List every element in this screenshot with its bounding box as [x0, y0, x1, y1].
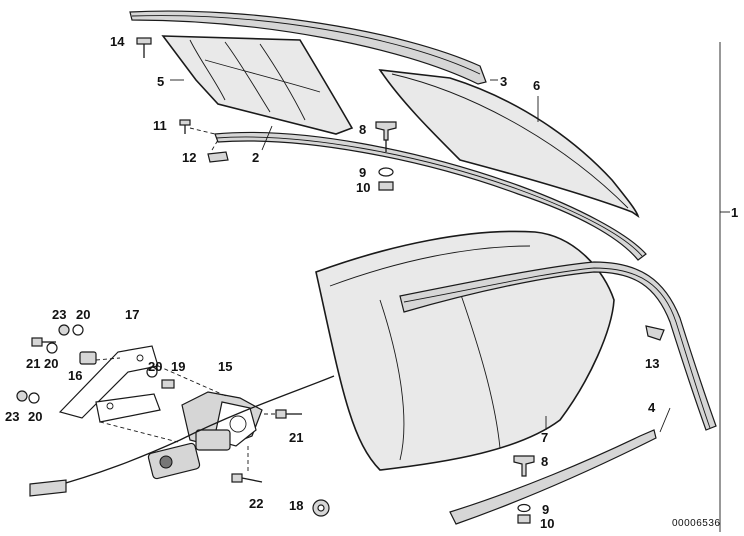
label-10-bottom: 10: [540, 516, 554, 531]
label-5: 5: [157, 74, 164, 89]
label-1: 1: [731, 205, 738, 220]
leader-lines: [170, 42, 730, 532]
sliding-panel: [161, 35, 354, 135]
guide-rail: [214, 131, 647, 261]
label-4: 4: [648, 400, 656, 415]
fasteners: [16, 37, 665, 524]
label-9-top: 9: [359, 165, 366, 180]
label-21-right: 21: [289, 430, 303, 445]
label-18: 18: [289, 498, 303, 513]
label-9-bottom: 9: [542, 502, 549, 517]
label-22: 22: [249, 496, 263, 511]
label-10-top: 10: [356, 180, 370, 195]
label-17: 17: [125, 307, 139, 322]
callout-labels: 1 2 3 4 5 6 7 8 8 9 9 10 10 11 12 13 14 …: [5, 34, 738, 531]
label-19: 19: [171, 359, 185, 374]
label-7: 7: [541, 430, 548, 445]
label-15: 15: [218, 359, 232, 374]
label-6: 6: [533, 78, 540, 93]
label-20-c: 20: [148, 359, 162, 374]
window-frame-seal: [399, 261, 717, 525]
label-8-top: 8: [359, 122, 366, 137]
label-20-a: 20: [76, 307, 90, 322]
regulator-motor: [147, 391, 263, 480]
label-16: 16: [68, 368, 82, 383]
reference-number: 00006536: [672, 518, 721, 529]
cable-end: [29, 479, 67, 497]
bracket: [58, 345, 161, 423]
label-12: 12: [182, 150, 196, 165]
regulator-cable: [47, 375, 335, 489]
label-3: 3: [500, 74, 507, 89]
label-2: 2: [252, 150, 259, 165]
label-20-b: 20: [44, 356, 58, 371]
label-23-a: 23: [52, 307, 66, 322]
label-11: 11: [153, 118, 167, 133]
label-13: 13: [645, 356, 659, 371]
fixed-glass: [378, 69, 640, 218]
label-8-bottom: 8: [541, 454, 548, 469]
door-glass: [315, 230, 615, 471]
top-seal-strip: [129, 10, 487, 85]
label-21-left: 21: [26, 356, 40, 371]
label-20-d: 20: [28, 409, 42, 424]
assembly-lines: [95, 127, 278, 474]
label-23-b: 23: [5, 409, 19, 424]
label-14: 14: [110, 34, 125, 49]
